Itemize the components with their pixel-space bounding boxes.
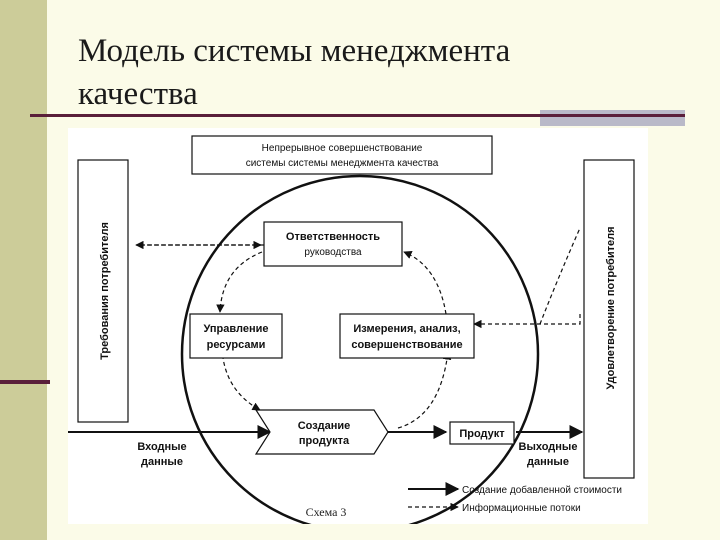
responsibility-box — [263, 221, 403, 267]
satisfaction-column — [583, 159, 635, 479]
output-label-1: Выходные — [519, 441, 578, 453]
output-label-2: данные — [527, 456, 569, 468]
slide-title: Модель системы менеджмента качества — [78, 30, 678, 116]
satisfaction-label: Удовлетворение потребителя — [605, 226, 617, 389]
product-label: Продукт — [459, 428, 505, 440]
legend-solid-label: Создание добавленной стоимости — [462, 484, 622, 496]
dashed-link-satisfaction — [539, 227, 581, 325]
input-label-1: Входные — [137, 441, 186, 453]
responsibility-label-1: Ответственность — [286, 231, 380, 243]
product-creation-shape — [254, 409, 389, 455]
dashed-arc-bottom-right — [397, 351, 452, 429]
title-rule — [30, 114, 685, 117]
slide-title-line2: качества — [78, 76, 198, 112]
outer-cycle-circle — [180, 174, 540, 524]
dashed-arc-top-right — [403, 250, 447, 315]
left-sidebar-rule — [0, 380, 50, 384]
input-label-2: данные — [141, 456, 183, 468]
improvement-label-1: Непрерывное совершенствование — [262, 143, 423, 154]
title-rule-accent — [540, 110, 685, 126]
diagram-svg: Непрерывное совершенствование системы си… — [68, 135, 635, 524]
creation-label-1: Создание — [298, 420, 351, 432]
diagram-caption: Схема 3 — [306, 505, 347, 519]
resources-label-2: ресурсами — [207, 339, 266, 351]
measurement-label-2: совершенствование — [351, 339, 462, 351]
creation-label-2: продукта — [299, 435, 350, 447]
legend-dashed-label: Информационные потоки — [462, 502, 581, 514]
slide-title-line1: Модель системы менеджмента — [78, 33, 511, 69]
resources-label-1: Управление — [203, 323, 268, 335]
responsibility-label-2: руководства — [304, 247, 362, 258]
resources-box — [189, 313, 283, 359]
measurement-box — [339, 313, 475, 359]
requirements-label: Требования потребителя — [99, 222, 111, 360]
measurement-label-1: Измерения, анализ, — [353, 323, 460, 335]
requirements-column — [77, 159, 129, 423]
product-box — [449, 421, 515, 445]
left-sidebar-bar — [0, 0, 47, 540]
improvement-label-2: системы системы менеджмента качества — [246, 158, 439, 169]
dashed-arc-top-left — [216, 251, 263, 313]
improvement-box — [191, 135, 493, 175]
dashed-arrow-from-satisfaction — [473, 314, 581, 329]
qms-diagram: Непрерывное совершенствование системы си… — [68, 128, 648, 524]
